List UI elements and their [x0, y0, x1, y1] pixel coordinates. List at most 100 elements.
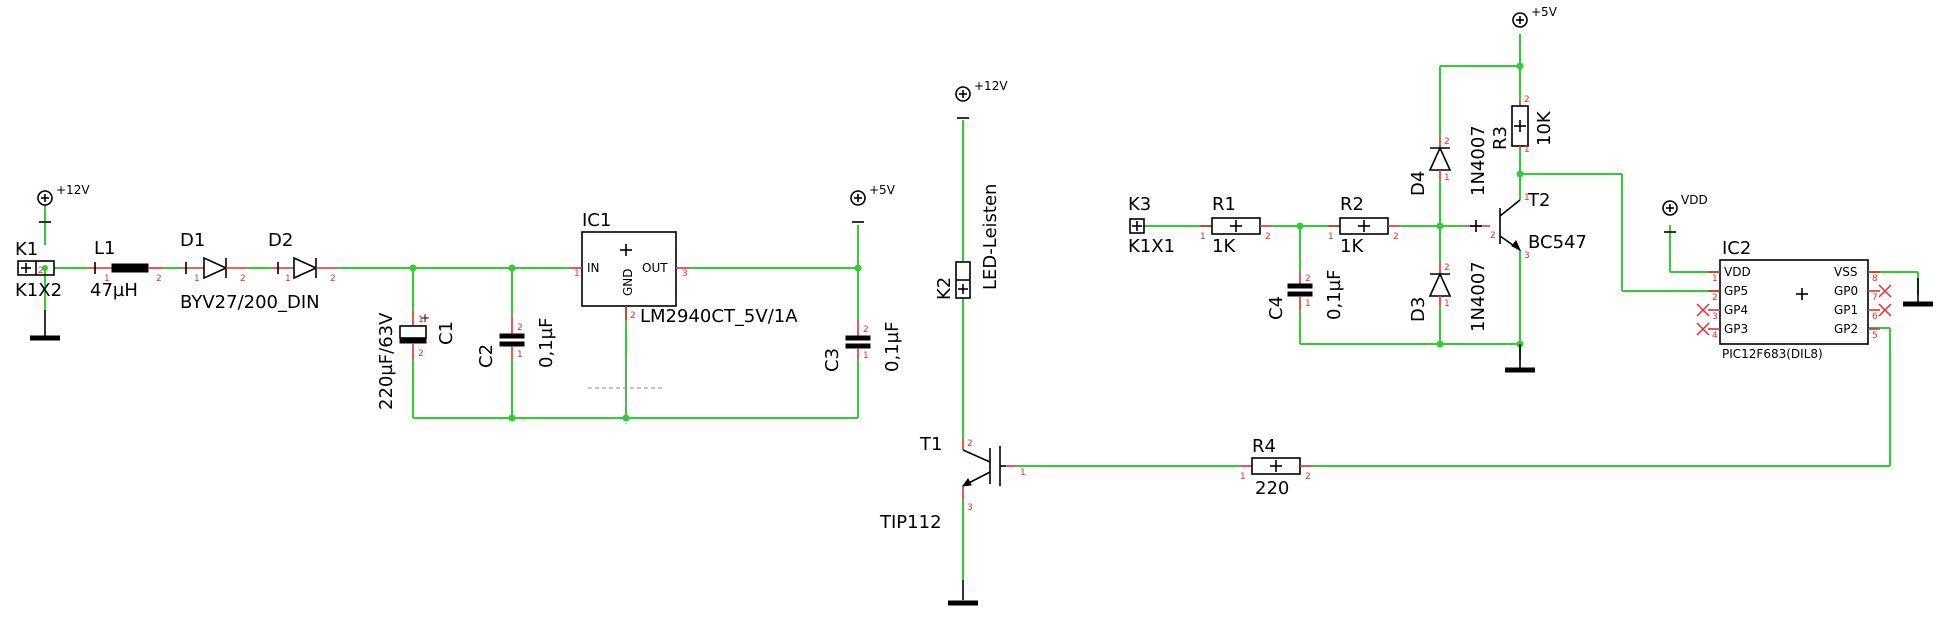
svg-text:1: 1 — [1444, 299, 1450, 309]
r4-name: R4 — [1252, 436, 1276, 457]
resistor-r2: R2 1K 1 2 — [1328, 194, 1400, 257]
svg-text:2: 2 — [1490, 231, 1496, 241]
svg-text:GP5: GP5 — [1724, 284, 1748, 298]
c3-value: 0,1µF — [882, 322, 903, 372]
svg-text:OUT: OUT — [642, 261, 668, 275]
resistor-r3: 2 1 R3 10K — [1490, 95, 1555, 155]
k1-name: K1 — [15, 239, 38, 260]
t2-name: T2 — [1527, 190, 1550, 211]
svg-text:VDD: VDD — [1724, 265, 1751, 279]
svg-text:1: 1 — [1524, 193, 1530, 203]
svg-text:2: 2 — [1524, 95, 1530, 105]
supply-label: +5V — [1531, 5, 1558, 19]
svg-text:2: 2 — [517, 323, 523, 333]
svg-text:2: 2 — [1444, 263, 1450, 273]
svg-text:7: 7 — [1872, 293, 1878, 303]
resistor-r4: R4 220 1 2 — [1240, 436, 1312, 499]
svg-text:2: 2 — [240, 274, 246, 284]
supply-5v-mid: +5V — [850, 183, 896, 223]
wires — [44, 34, 1919, 580]
supply-5v-right: +5V — [1512, 5, 1558, 28]
microcontroller-ic2: IC2 PIC12F683(DIL8) VDD GP5 GP4 GP3 1 2 … — [1696, 238, 1892, 361]
capacitor-c2: 2 1 C2 0,1µF — [476, 315, 557, 368]
connector-k3: K3 K1X1 — [1128, 194, 1175, 257]
r1-value: 1K — [1212, 236, 1236, 257]
l1-name: L1 — [94, 238, 115, 259]
transistor-t2: T2 BC547 1 2 3 — [1464, 190, 1587, 261]
transistor-t1: T1 TIP112 2 3 1 — [879, 434, 1026, 533]
d2-name: D2 — [268, 230, 293, 251]
regulator-ic1: IC1 IN OUT GND LM2940CT_5V/1A 1 3 2 — [570, 210, 798, 424]
svg-text:8: 8 — [1872, 274, 1878, 284]
svg-text:1: 1 — [863, 351, 869, 361]
r4-value: 220 — [1255, 478, 1289, 499]
d2-value: BYV27/200_DIN — [180, 292, 320, 313]
svg-text:2: 2 — [1305, 274, 1311, 284]
diode-d3: 2 1 D3 1N4007 — [1408, 261, 1489, 332]
inductor-l1: L1 47µH 1 2 — [88, 238, 163, 301]
svg-text:IN: IN — [587, 261, 600, 275]
c4-value: 0,1µF — [1324, 270, 1345, 320]
c2-name: C2 — [476, 344, 497, 368]
svg-text:1: 1 — [574, 269, 580, 279]
r3-value: 10K — [1534, 110, 1555, 146]
diode-d2: D2 BYV27/200_DIN 1 2 — [180, 230, 338, 313]
svg-text:5: 5 — [1872, 331, 1878, 341]
c2-value: 0,1µF — [536, 318, 557, 368]
svg-text:2: 2 — [1712, 293, 1718, 303]
svg-text:GP3: GP3 — [1724, 322, 1748, 336]
c3-name: C3 — [822, 348, 843, 372]
ic1-value: LM2940CT_5V/1A — [640, 306, 798, 327]
diode-d4: 2 1 D4 1N4007 — [1408, 125, 1489, 196]
k2-name: K2 — [934, 277, 955, 300]
resistor-r1: R1 1K 1 2 — [1200, 194, 1272, 257]
k3-value: K1X1 — [1128, 236, 1175, 257]
supply-label: +5V — [869, 183, 896, 197]
svg-text:2: 2 — [863, 325, 869, 335]
svg-text:2: 2 — [1393, 232, 1399, 242]
ic2-name: IC2 — [1722, 238, 1751, 259]
t1-value: TIP112 — [879, 512, 942, 533]
svg-text:+: + — [420, 311, 430, 325]
k3-name: K3 — [1128, 194, 1151, 215]
svg-text:1: 1 — [1240, 472, 1246, 482]
svg-text:1: 1 — [1200, 232, 1206, 242]
svg-text:1: 1 — [1328, 232, 1334, 242]
svg-text:2: 2 — [1305, 472, 1311, 482]
svg-text:2: 2 — [156, 274, 162, 284]
svg-text:1: 1 — [1020, 468, 1026, 478]
svg-text:2: 2 — [330, 274, 336, 284]
svg-text:1: 1 — [194, 274, 200, 284]
svg-text:3: 3 — [967, 503, 973, 513]
svg-text:GP4: GP4 — [1724, 303, 1748, 317]
r2-value: 1K — [1340, 236, 1364, 257]
svg-text:1: 1 — [1712, 274, 1718, 284]
t1-name: T1 — [919, 434, 942, 455]
d1-name: D1 — [180, 230, 205, 251]
svg-text:2: 2 — [967, 439, 973, 449]
supply-label: VDD — [1681, 193, 1708, 207]
supply-vdd: VDD — [1662, 193, 1708, 233]
c1-name: C1 — [436, 321, 457, 345]
ic2-value: PIC12F683(DIL8) — [1722, 347, 1823, 361]
svg-text:2: 2 — [1444, 137, 1450, 147]
svg-text:2: 2 — [38, 266, 44, 276]
k1-value: K1X2 — [15, 280, 62, 301]
l1-value: 47µH — [90, 280, 138, 301]
r3-name: R3 — [1490, 126, 1511, 150]
svg-text:1: 1 — [517, 350, 523, 360]
svg-text:6: 6 — [1872, 312, 1878, 322]
svg-text:4: 4 — [1712, 331, 1718, 341]
svg-text:1: 1 — [285, 274, 291, 284]
svg-text:2: 2 — [1265, 232, 1271, 242]
svg-text:1: 1 — [1444, 173, 1450, 183]
d3-name: D3 — [1408, 297, 1429, 322]
capacitor-c4: 2 1 C4 0,1µF — [1266, 270, 1345, 320]
junctions — [42, 62, 1524, 422]
ic1-name: IC1 — [582, 210, 611, 231]
svg-text:GND: GND — [621, 268, 635, 296]
capacitor-c1: 1 2 + C1 220µF/63V — [376, 310, 457, 410]
c1-value: 220µF/63V — [376, 312, 397, 410]
supply-label: +12V — [974, 79, 1008, 93]
